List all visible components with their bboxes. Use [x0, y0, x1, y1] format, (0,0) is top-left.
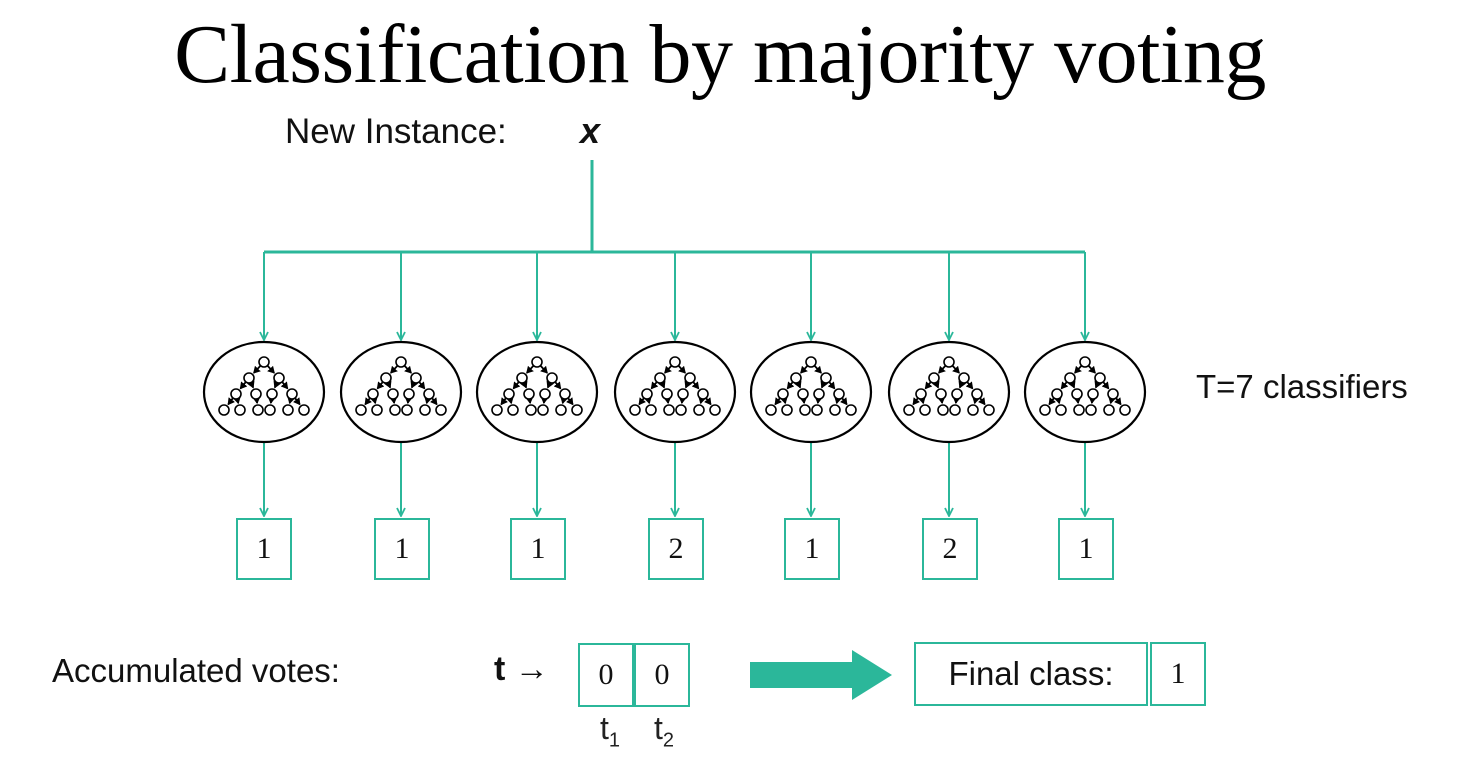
vote-box: 1 — [1058, 518, 1114, 580]
vote-box: 2 — [648, 518, 704, 580]
final-class-label: Final class: — [914, 642, 1148, 706]
classifier-ensemble — [202, 340, 1147, 444]
big-right-arrow-icon — [750, 650, 892, 700]
instance-variable: x — [580, 110, 601, 151]
decision-tree-icon — [339, 340, 463, 444]
accumulated-vote-box-t2: 0 — [634, 643, 690, 707]
vote-box: 2 — [922, 518, 978, 580]
slide-title: Classification by majority voting — [174, 8, 1266, 101]
decision-tree-icon — [749, 340, 873, 444]
vote-box: 1 — [374, 518, 430, 580]
t2-label: t2 — [654, 710, 675, 752]
classifier-count-label: T=7 classifiers — [1196, 368, 1408, 405]
final-class-value: 1 — [1150, 642, 1206, 706]
right-arrow-icon: → — [514, 650, 549, 688]
vote-box: 1 — [784, 518, 840, 580]
accumulated-votes-label: Accumulated votes: — [52, 652, 340, 689]
decision-tree-icon — [1023, 340, 1147, 444]
connector-lines — [264, 160, 1085, 516]
new-instance-label: New Instance: — [285, 112, 507, 151]
vote-box: 1 — [510, 518, 566, 580]
vote-box: 1 — [236, 518, 292, 580]
decision-tree-icon — [613, 340, 737, 444]
vote-vector-symbol: t → — [494, 650, 549, 689]
decision-tree-icon — [475, 340, 599, 444]
accumulated-vote-box-t1: 0 — [578, 643, 634, 707]
t1-label: t1 — [600, 710, 621, 752]
t-symbol: t — [494, 650, 506, 688]
decision-tree-icon — [887, 340, 1011, 444]
decision-tree-icon — [202, 340, 326, 444]
